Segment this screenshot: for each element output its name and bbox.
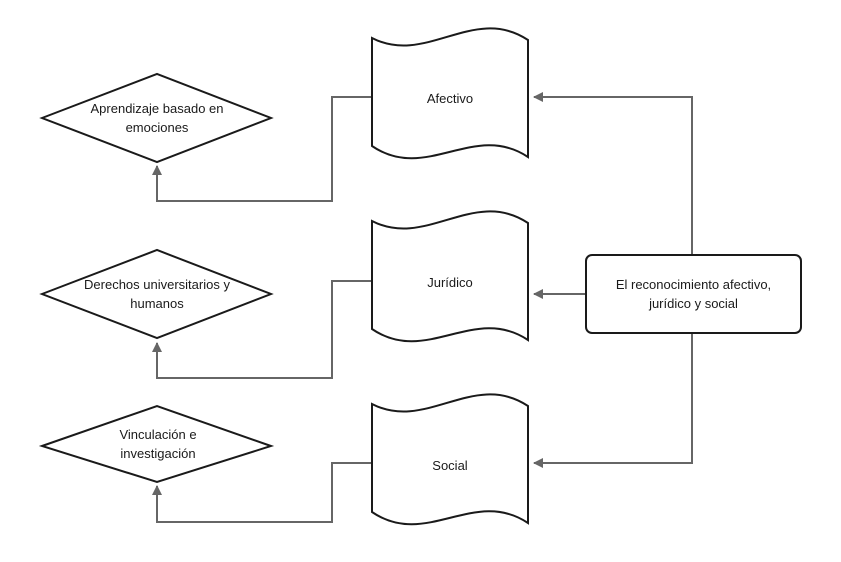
outcome-label-social: Vinculación e investigación (119, 427, 197, 461)
branch-label-juridico: Jurídico (427, 274, 473, 290)
connector-social-to-outcome (152, 462, 372, 523)
outcome-label-juridico: Derechos universitarios y humanos (84, 277, 230, 311)
outcome-diamond-juridico (39, 248, 274, 340)
connector-afectivo-to-outcome (152, 96, 372, 202)
document-shape-afectivo (371, 27, 529, 160)
center-box (585, 254, 802, 334)
branch-label-social: Social (432, 457, 468, 473)
center-box-label: El reconocimiento afectivo, jurídico y s… (615, 277, 772, 311)
connector-center-to-social (533, 334, 693, 468)
connector-juridico-to-outcome (152, 280, 372, 379)
outcome-diamond-afectivo (39, 72, 274, 164)
branch-label-afectivo: Afectivo (426, 90, 474, 106)
document-shape-juridico (371, 210, 529, 343)
outcome-diamond-social (38, 404, 275, 484)
outcome-label-afectivo: Aprendizaje basado en emociones (90, 101, 224, 135)
connector-center-to-afectivo (533, 92, 693, 255)
document-shape-social (371, 393, 529, 526)
